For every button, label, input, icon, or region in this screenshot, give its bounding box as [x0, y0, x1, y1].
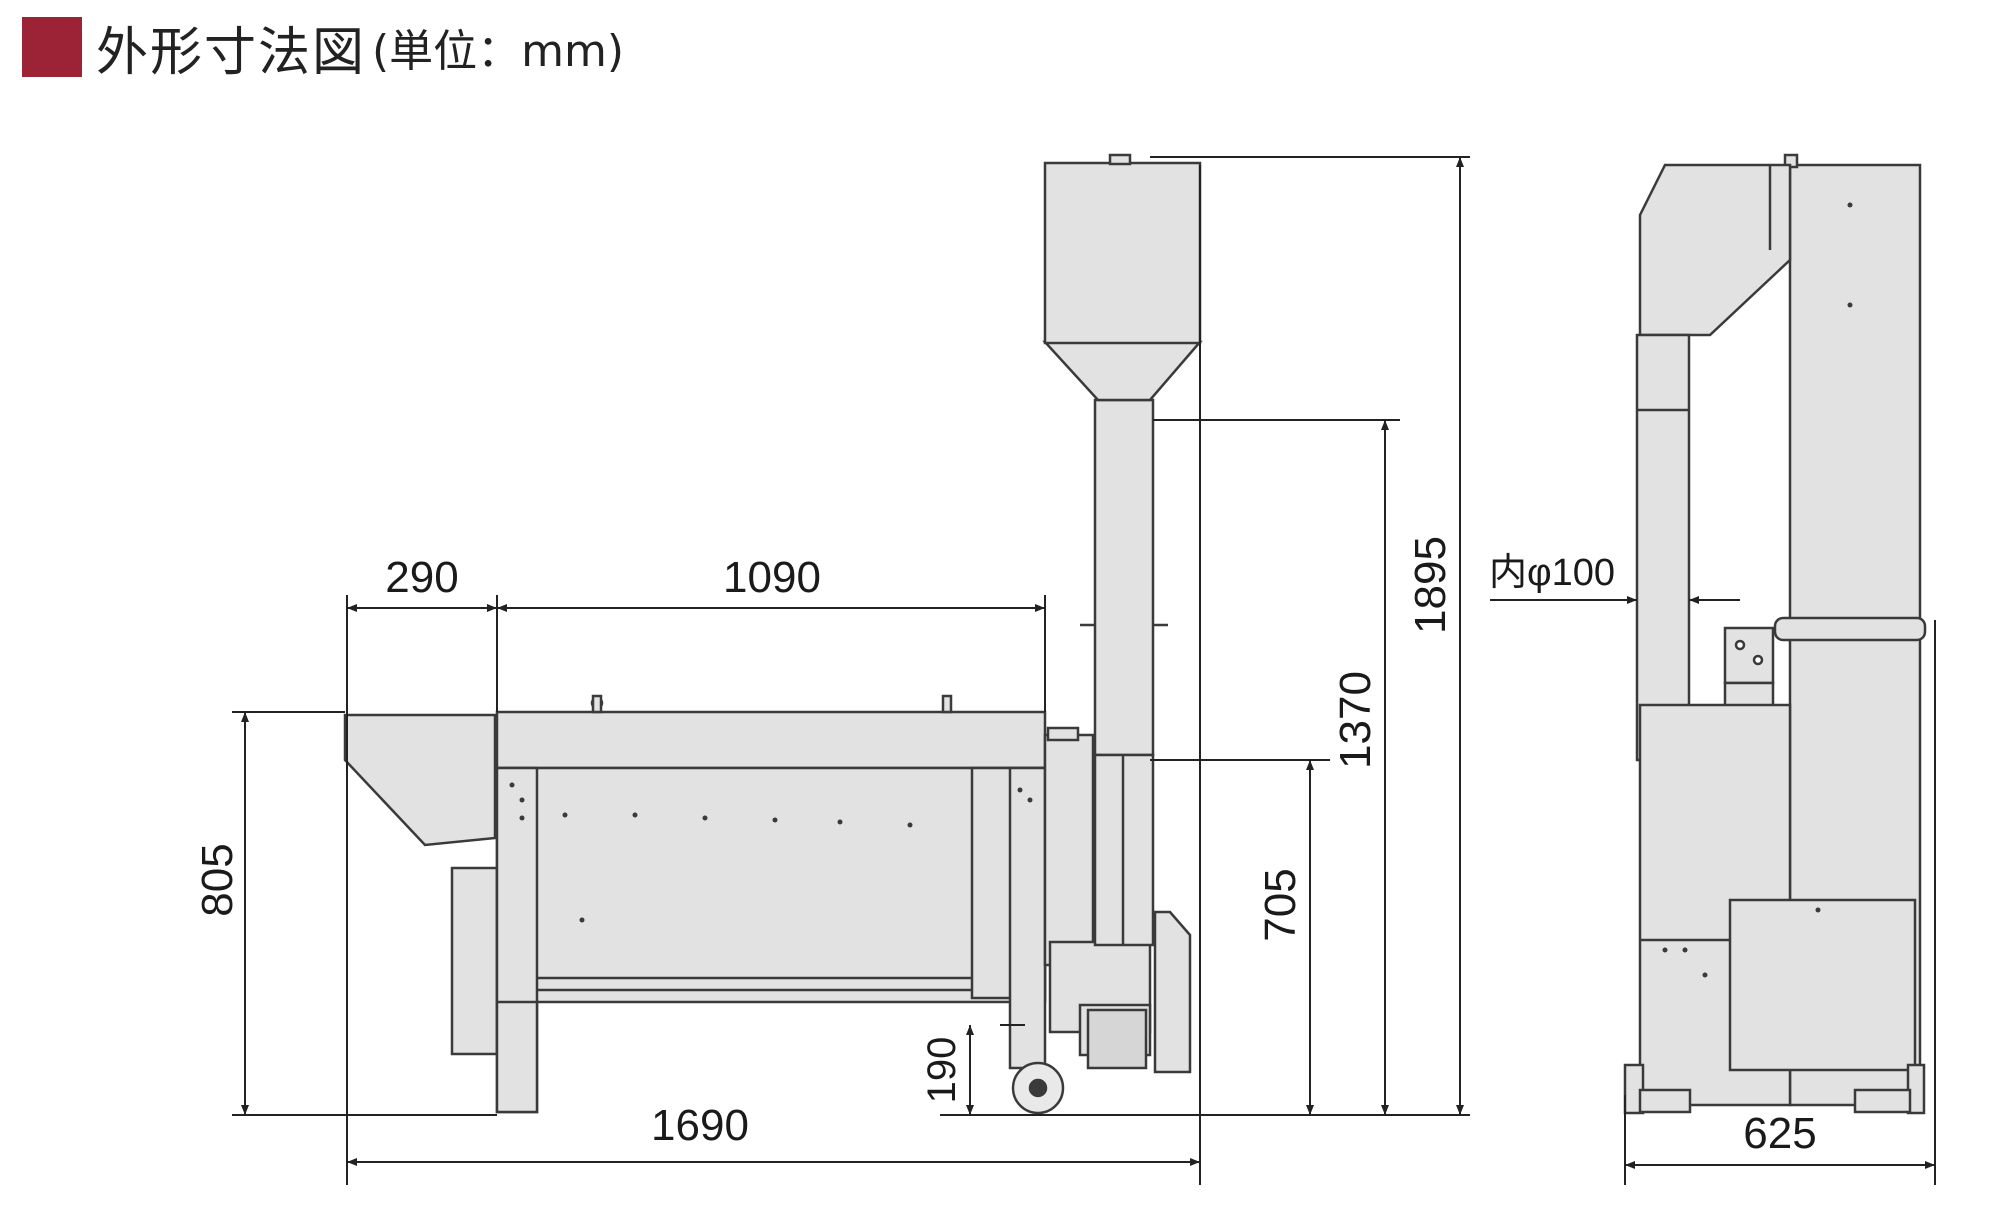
side-rivets — [1662, 202, 1853, 978]
side-view — [1623, 153, 1927, 1115]
page-title: 外形寸法図 — [96, 22, 367, 83]
dim-label-diameter: 内φ100 — [1489, 552, 1615, 594]
dim-label-625: 625 — [1743, 1109, 1816, 1158]
front-vertical-duct — [1093, 398, 1155, 757]
front-rivets — [509, 782, 1033, 923]
dim-label-1370: 1370 — [1331, 671, 1380, 769]
side-handle — [1773, 616, 1927, 642]
header-accent-square — [22, 17, 82, 77]
front-trough-top — [495, 710, 1047, 770]
section-header: 外形寸法図 (単位：mm) — [22, 12, 625, 83]
front-side-cover — [450, 866, 499, 1056]
dim-label-705: 705 — [1256, 868, 1305, 941]
side-duct-pipe — [1635, 333, 1691, 762]
unit-label: (単位：mm) — [372, 26, 625, 77]
front-blower-outlet — [1150, 910, 1192, 1074]
side-cyclone — [1638, 163, 1792, 337]
dim-label-1690: 1690 — [651, 1101, 749, 1150]
front-motor-housing — [1043, 733, 1095, 967]
front-left-leg — [495, 1000, 539, 1114]
front-view — [343, 153, 1203, 1115]
front-inlet-hopper — [343, 713, 497, 847]
front-cyclone-box — [1043, 161, 1202, 345]
dim-label-1895: 1895 — [1406, 536, 1455, 634]
front-right-frame — [1008, 766, 1047, 1070]
dim-label-290: 290 — [385, 553, 458, 602]
dimension-labels: 290 1090 1690 805 190 705 1370 1895 内φ10… — [193, 536, 1817, 1158]
dim-label-190: 190 — [920, 1037, 964, 1104]
dim-label-805: 805 — [193, 843, 242, 916]
front-cyclone-cone — [1042, 340, 1203, 402]
side-control-box — [1723, 626, 1775, 685]
front-main-body — [495, 766, 1047, 1004]
dim-label-1090: 1090 — [723, 553, 821, 602]
dimension-lines — [232, 156, 1936, 1185]
side-motor-cover — [1728, 898, 1917, 1072]
